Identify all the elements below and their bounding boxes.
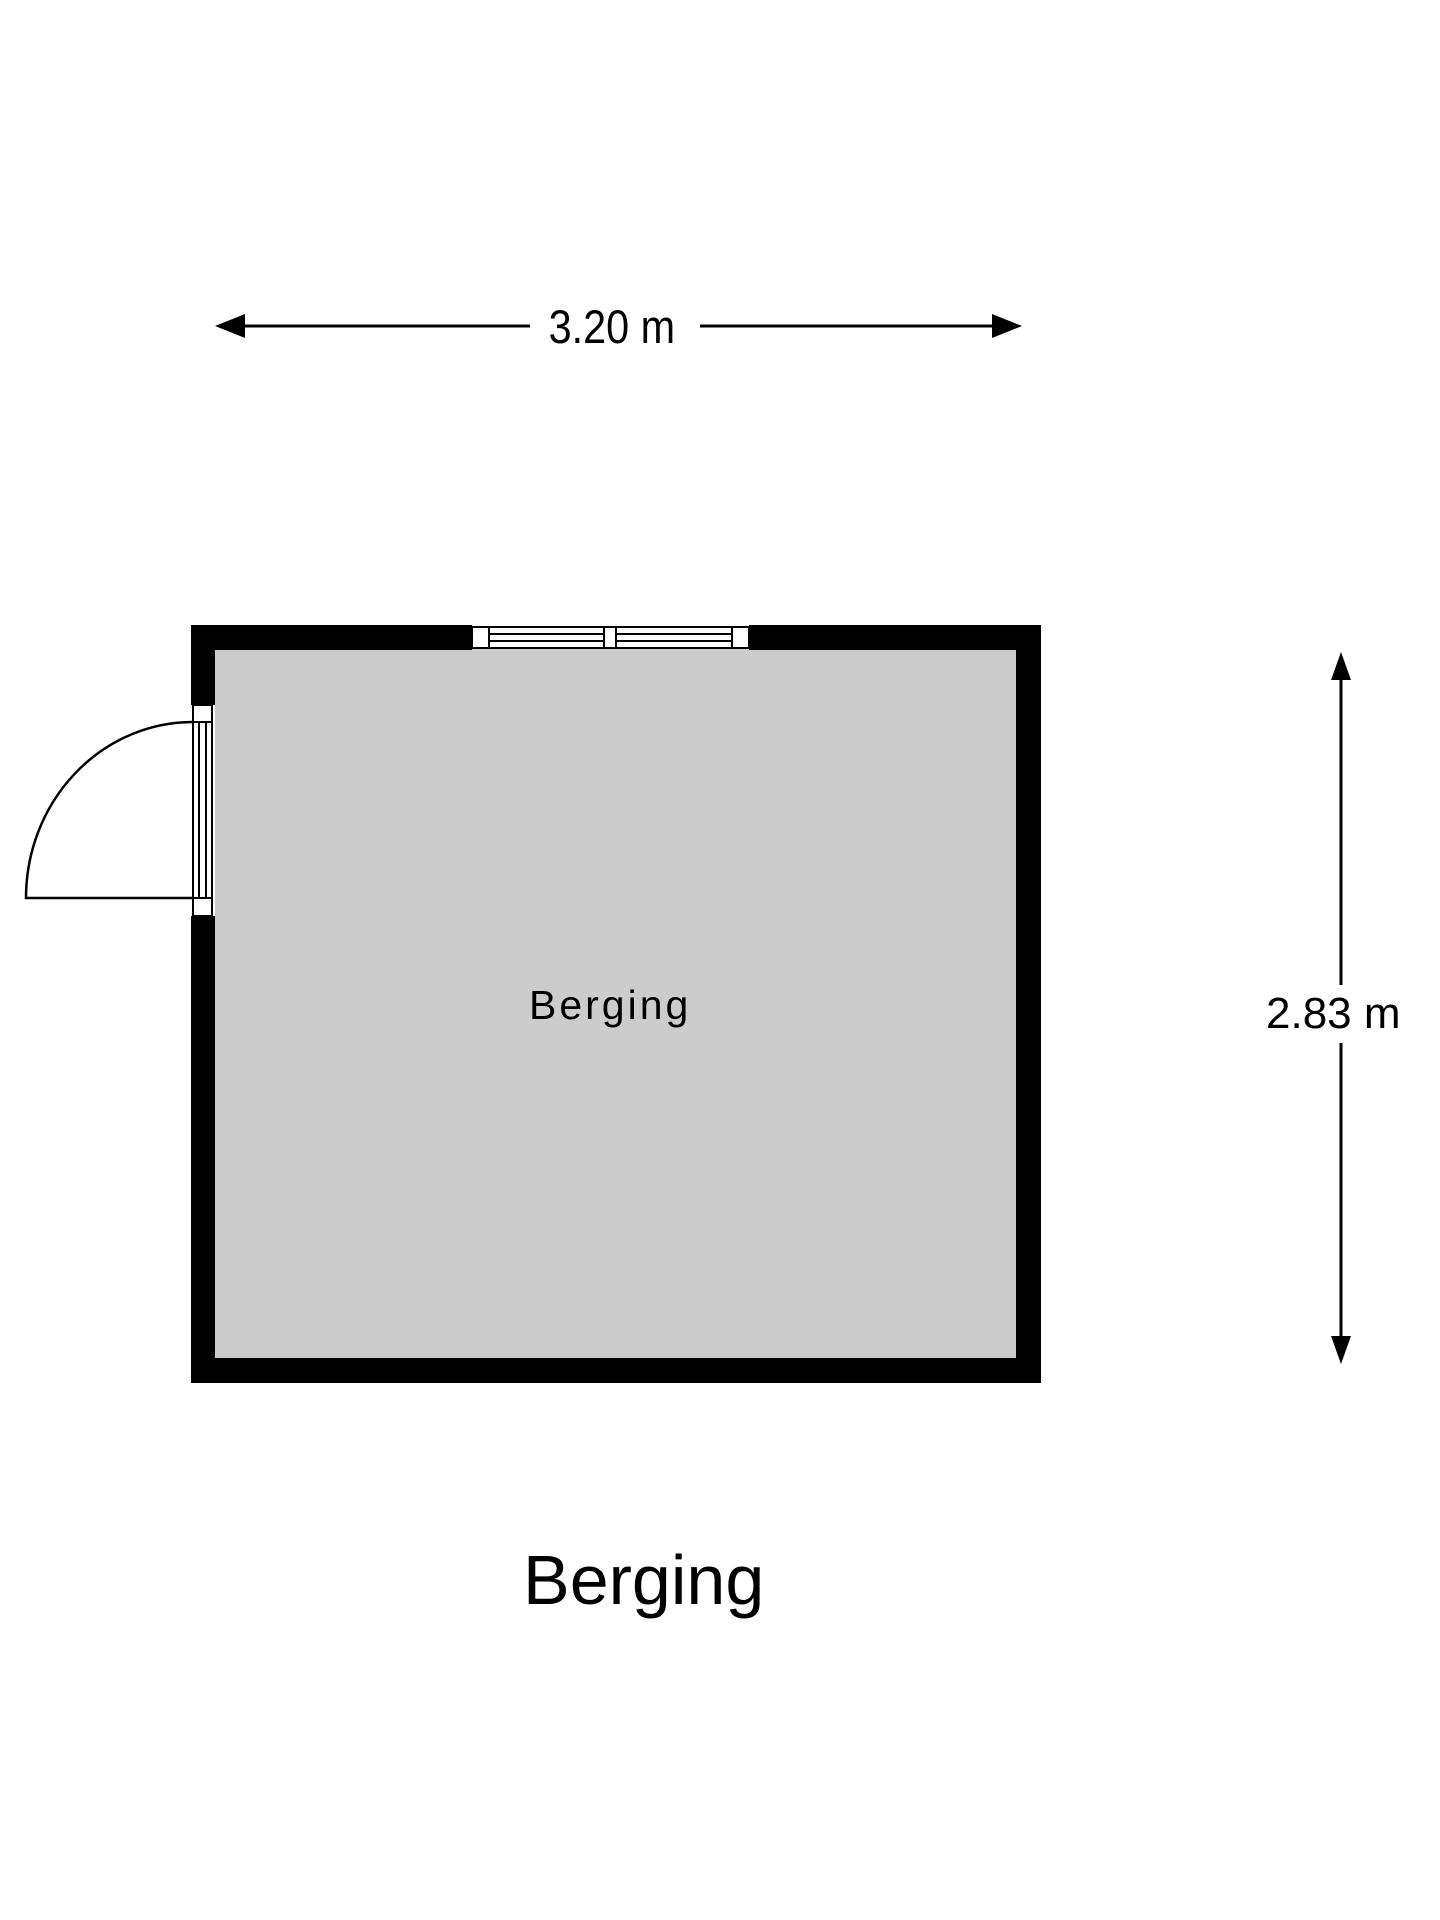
arrow-down-icon — [1331, 1336, 1351, 1364]
walls — [191, 625, 1041, 1383]
window-top — [471, 626, 750, 649]
height-dimension-label: 2.83 m — [1266, 985, 1401, 1043]
arrow-left-icon — [215, 314, 245, 338]
width-dimension-label: 3.20 m — [536, 303, 688, 350]
room-label-berging: Berging — [529, 982, 692, 1028]
floorplan-title: Berging — [523, 1541, 765, 1619]
width-dimension-line — [215, 314, 1022, 338]
arrow-up-icon — [1331, 652, 1351, 680]
door-left — [24, 704, 213, 917]
door-swing-arc — [24, 720, 194, 900]
room-floor-berging — [215, 648, 1016, 1358]
height-dimension-line — [1331, 652, 1351, 1364]
arrow-right-icon — [992, 314, 1022, 338]
